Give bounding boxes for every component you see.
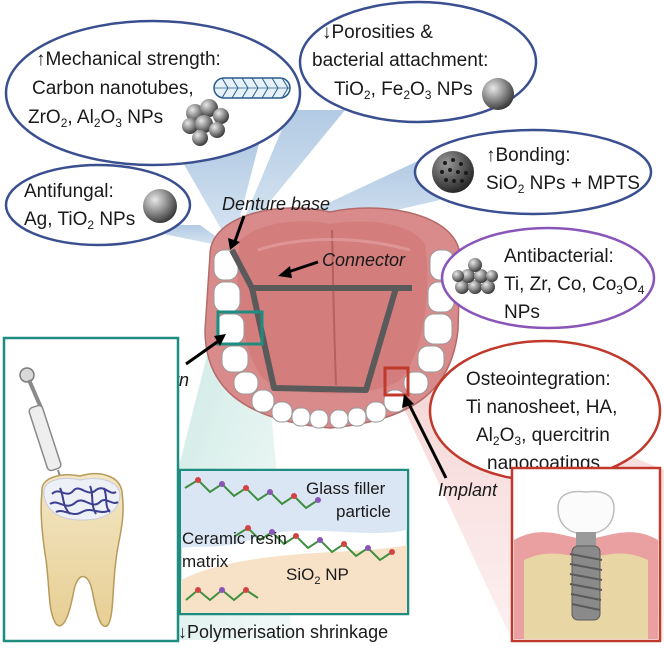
implant-screw [569, 545, 603, 621]
bubble-antifungal: Antifungal: Ag, TiO2 NPs [4, 163, 192, 247]
bonding-title: ↑Bonding: [486, 145, 571, 166]
carbon-nanotube-icon [213, 77, 291, 99]
nanoparticle-sphere-icon [482, 78, 514, 110]
bubble-mechanical-strength: ↑Mechanical strength: Carbon nanotubes, … [4, 19, 302, 167]
palate-shadow [257, 238, 411, 252]
osteo-title: Osteointegration: [466, 369, 611, 390]
antibacterial-line2: Ti, Zr, Co, Co3O4 [504, 274, 645, 297]
arrow-denture-base [232, 215, 246, 245]
implant-highlight-box [383, 366, 410, 397]
arrow-connector [287, 260, 319, 274]
teeth-row [213, 249, 455, 429]
ceramic-line2: matrix [182, 552, 229, 571]
implant-panel [510, 466, 662, 643]
porosities-title: ↓Porosities & [322, 22, 433, 43]
label-implant: Implant [438, 480, 498, 500]
porosities-line3: TiO2, Fe2O3 NPs [334, 79, 473, 102]
arrowhead-implant [402, 394, 414, 408]
label-connector: Connector [322, 250, 406, 270]
bubble-bonding: ↑Bonding: SiO2 NPs + MPTS [413, 128, 653, 216]
syringe-icon [19, 367, 65, 491]
resin-network [49, 485, 119, 515]
arrowhead-connector [278, 266, 292, 278]
arrowhead-crown [214, 334, 226, 346]
antifungal-title: Antifungal: [24, 181, 114, 202]
antifungal-line2: Ag, TiO2 NPs [24, 209, 135, 232]
label-denture-base: Denture base [222, 194, 330, 214]
sio2-label: SiO2 NP [286, 565, 349, 587]
polymerisation-caption: ↓Polymerisation shrinkage [178, 622, 388, 642]
implant-crown [557, 490, 615, 535]
glass-filler-line1: Glass filler [306, 479, 386, 498]
osteo-line3: Al2O3, quercitrin [476, 425, 610, 448]
glass-filler-region [181, 471, 407, 548]
nanoparticle-cluster-icon [182, 99, 229, 146]
mechanical-line3: ZrO2, Al2O3 NPs [28, 107, 163, 130]
mechanical-line2: Carbon nanotubes, [32, 78, 194, 99]
bubble-antibacterial: Antibacterial: Ti, Zr, Co, Co3O4 NPs [440, 226, 656, 330]
arrowhead-denture-base [228, 238, 240, 250]
palate-ridge [331, 229, 337, 386]
arrow-crown [185, 338, 221, 366]
glass-filler-line2: particle [336, 502, 391, 521]
porous-sphere-dots [440, 158, 468, 183]
antibacterial-line3: NPs [504, 302, 540, 323]
crown-highlight-box [216, 310, 264, 346]
porosities-line2: bacterial attachment: [312, 50, 488, 71]
antibacterial-title: Antibacterial: [504, 246, 614, 267]
silver-nanoparticle-icon [143, 189, 177, 223]
nanoparticle-pyramid-icon [452, 258, 498, 294]
bonding-line2: SiO2 NPs + MPTS [486, 173, 640, 196]
bubble-osteointegration: Osteointegration: Ti nanosheet, HA, Al2O… [428, 339, 662, 483]
bubble-porosities: ↓Porosities & bacterial attachment: TiO2… [298, 0, 538, 124]
arrow-implant [406, 401, 448, 479]
monomer-dots [195, 477, 395, 593]
porous-sphere-icon [432, 151, 474, 193]
mechanical-title: ↑Mechanical strength: [36, 49, 221, 70]
ceramic-line1: Ceramic resin [182, 529, 287, 548]
crown-filling [43, 478, 121, 521]
composite-inset: Glass filler particle Ceramic resin matr… [178, 468, 410, 616]
osteo-line2: Ti nanosheet, HA, [466, 397, 617, 418]
crown-panel [2, 336, 180, 643]
implant-abutment [576, 532, 596, 546]
